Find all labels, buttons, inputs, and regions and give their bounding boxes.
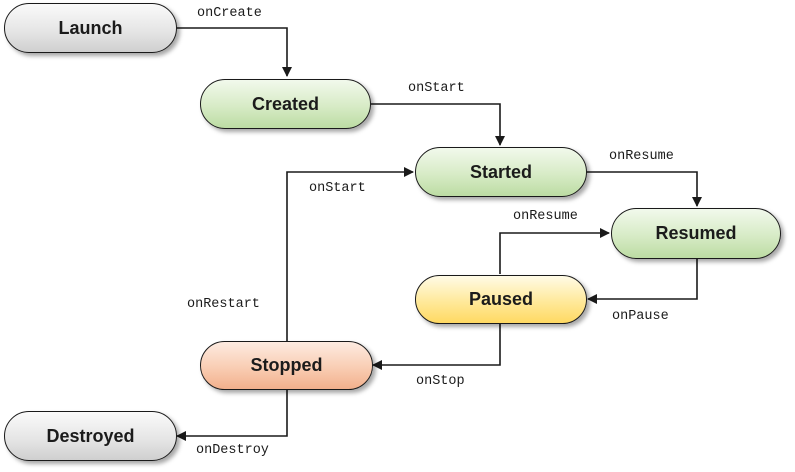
edge-resumed-to-paused — [587, 259, 698, 304]
state-label: Started — [469, 161, 532, 182]
edge-created-to-started — [371, 103, 505, 146]
state-label: Resumed — [655, 223, 737, 243]
state-label: Created — [251, 93, 320, 114]
label-on-resume: onResume — [513, 209, 578, 224]
label-on-create: onCreate — [197, 6, 262, 21]
state-created: Created — [200, 79, 371, 129]
label-on-pause: onPause — [612, 309, 669, 324]
state-stopped: Stopped — [200, 341, 373, 390]
state-resumed: Resumed — [611, 208, 781, 259]
edge-paused-to-stopped — [372, 324, 501, 370]
state-label: Paused — [468, 289, 534, 309]
label-on-restart: onRestart — [187, 297, 260, 312]
label-on-start: onStart — [309, 181, 366, 196]
label-on-stop: onStop — [416, 374, 465, 389]
edge-stopped-to-destroyed — [176, 390, 288, 441]
edge-launch-to-created — [177, 27, 292, 77]
state-paused: Paused — [415, 275, 587, 324]
label-on-start: onStart — [408, 81, 465, 96]
state-started: Started — [415, 147, 587, 197]
state-label: Stopped — [250, 355, 323, 375]
edge-paused-to-resumed — [499, 228, 610, 274]
edge-stopped-to-started — [286, 167, 414, 341]
state-destroyed: Destroyed — [4, 411, 177, 461]
state-label: Launch — [58, 17, 123, 38]
label-on-destroy: onDestroy — [196, 443, 269, 458]
edge-started-to-resumed — [587, 171, 702, 207]
state-launch: Launch — [4, 3, 177, 53]
state-label: Destroyed — [46, 425, 135, 446]
label-on-resume: onResume — [609, 149, 674, 164]
